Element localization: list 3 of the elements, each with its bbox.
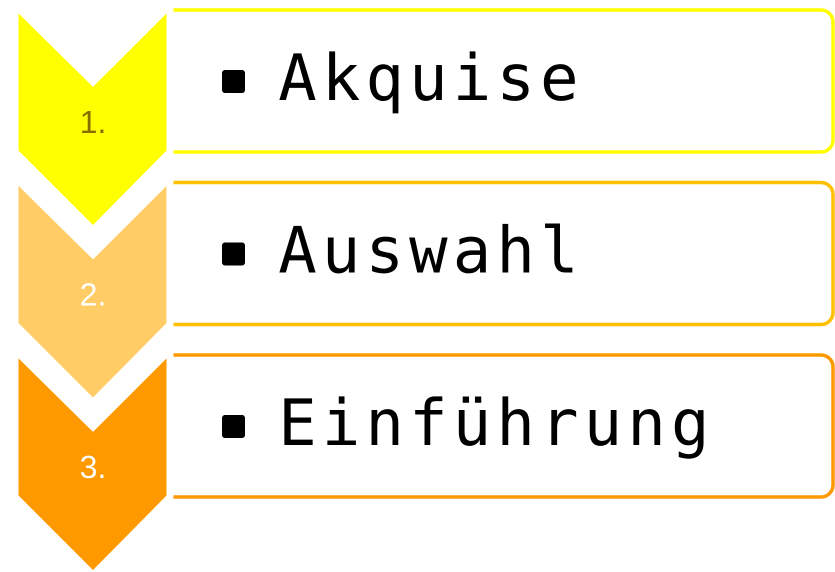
- step-box: Akquise: [172, 8, 835, 154]
- step-box: Einführung: [172, 353, 835, 499]
- step-box: Auswahl: [172, 180, 835, 326]
